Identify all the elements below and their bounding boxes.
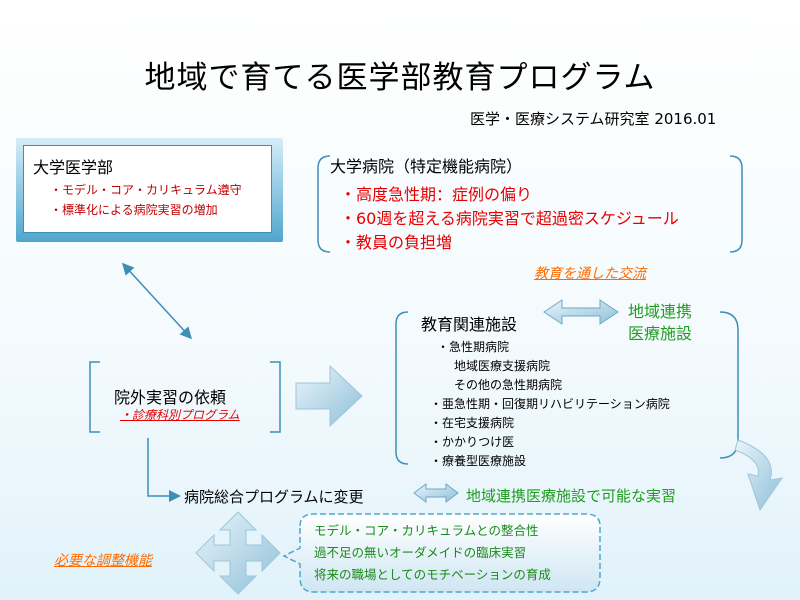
coordination-label: 必要な調整機能 bbox=[54, 553, 152, 569]
facility-item: ・亜急性期・回復期リハビリテーション病院 bbox=[430, 397, 670, 411]
request-sub: ・診療科別プログラム bbox=[120, 408, 240, 422]
university-box-inner bbox=[23, 145, 272, 233]
request-left-bracket bbox=[89, 361, 100, 433]
university-heading: 大学医学部 bbox=[33, 158, 114, 177]
link-arrow bbox=[121, 262, 193, 340]
hospital-item: ・教員の負担増 bbox=[340, 233, 453, 252]
hospital-right-brace bbox=[729, 155, 743, 253]
hospital-item: ・60週を超える病院実習で超過密スケジュール bbox=[340, 209, 679, 228]
change-label: 病院総合プログラムに変更 bbox=[184, 488, 364, 506]
big-right-arrow bbox=[295, 364, 363, 428]
regional-line2: 医療施設 bbox=[628, 324, 693, 343]
facilities-double-arrow bbox=[543, 299, 619, 325]
hospital-left-brace bbox=[317, 155, 331, 253]
bubble-item: 将来の職場としてのモチベーションの育成 bbox=[314, 567, 551, 582]
page-title: 地域で育てる医学部教育プログラム bbox=[144, 60, 656, 96]
facility-item: 地域医療支援病院 bbox=[454, 359, 551, 373]
bubble-item: 過不足の無いオーダメイドの臨床実習 bbox=[314, 545, 527, 560]
facility-item: ・在宅支援病院 bbox=[430, 416, 515, 430]
facilities-right-brace bbox=[719, 311, 739, 459]
university-item: ・標準化による病院実習の増加 bbox=[50, 203, 218, 217]
hospital-item: ・高度急性期：症例の偏り bbox=[340, 185, 533, 204]
request-heading: 院外実習の依頼 bbox=[114, 388, 227, 407]
change-connector bbox=[147, 438, 181, 502]
regional-line1: 地域連携 bbox=[628, 302, 693, 321]
facility-item: その他の急性期病院 bbox=[454, 378, 563, 392]
change-double-arrow bbox=[413, 483, 459, 503]
facility-item: ・かかりつけ医 bbox=[430, 435, 515, 449]
facility-item: ・急性期病院 bbox=[437, 340, 510, 354]
bubble-item: モデル・コア・カリキュラムとの整合性 bbox=[314, 523, 539, 538]
facilities-left-brace bbox=[395, 311, 409, 465]
university-item: ・モデル・コア・カリキュラム遵守 bbox=[50, 183, 242, 197]
page-subtitle: 医学・医療システム研究室 2016.01 bbox=[470, 110, 717, 128]
facility-item: ・療養型医療施設 bbox=[430, 454, 527, 468]
four-way-arrow bbox=[195, 511, 281, 595]
bubble-shape bbox=[282, 513, 601, 593]
exchange-note: 教育を通した交流 bbox=[534, 266, 646, 282]
request-right-bracket bbox=[270, 361, 281, 433]
curved-arrow bbox=[734, 439, 784, 512]
facilities-heading: 教育関連施設 bbox=[421, 315, 518, 334]
hospital-heading: 大学病院（特定機能病院） bbox=[330, 157, 523, 176]
regional-practice-label: 地域連携医療施設で可能な実習 bbox=[466, 487, 677, 505]
